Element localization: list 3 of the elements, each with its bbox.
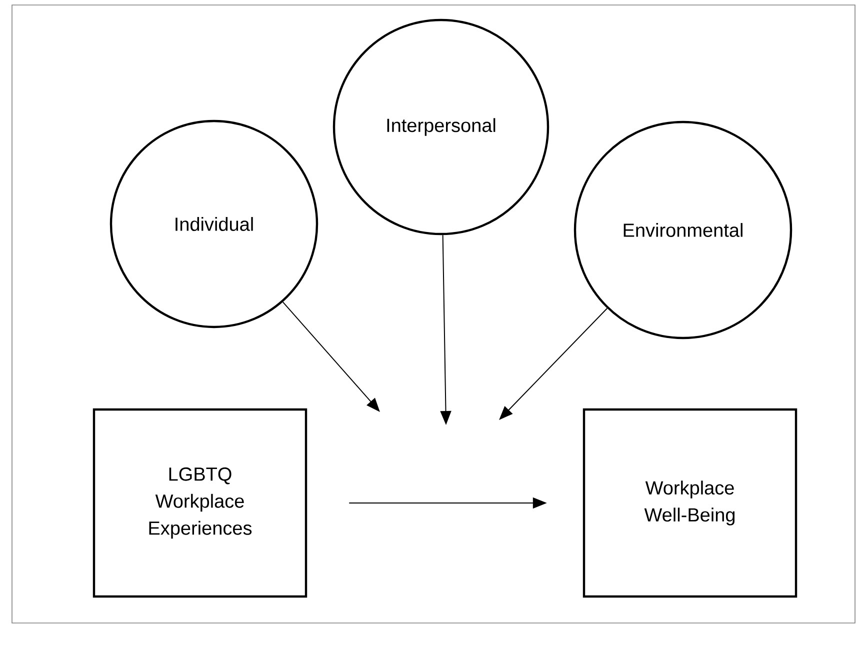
concept-box: LGBTQ Workplace Experiences [92, 408, 308, 598]
arrow [499, 308, 608, 420]
concept-box: Workplace Well-Being [582, 408, 798, 598]
